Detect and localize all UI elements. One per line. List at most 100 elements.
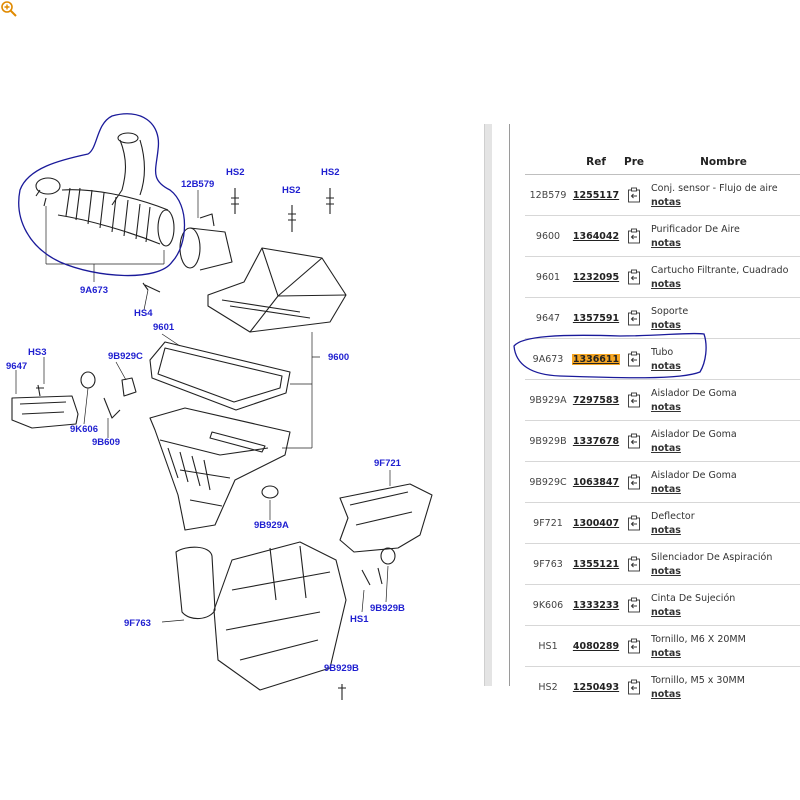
part-name: Soporte: [651, 305, 689, 317]
header-code: [525, 150, 571, 175]
notes-link[interactable]: notas: [651, 565, 681, 577]
add-to-basket-icon[interactable]: [627, 556, 641, 572]
add-to-basket-icon[interactable]: [627, 474, 641, 490]
bracket-9647: [11, 384, 79, 429]
part-name: Tornillo, M5 x 30MM: [651, 674, 745, 686]
part-name: Tubo: [651, 346, 674, 358]
part-ref-link[interactable]: 4080289: [572, 640, 620, 652]
add-to-basket-icon[interactable]: [627, 392, 641, 408]
notes-link[interactable]: notas: [651, 688, 681, 700]
callout-9b929c: 9B929C: [108, 351, 143, 362]
add-to-basket-icon[interactable]: [627, 228, 641, 244]
part-ref-link[interactable]: 7297583: [572, 394, 620, 406]
annotation-lasso: [18, 113, 186, 277]
header-name: Nombre: [647, 150, 800, 175]
clip-9b609: [103, 397, 121, 419]
callout-9f721: 9F721: [374, 458, 402, 469]
screw-hs2-a: [231, 188, 239, 214]
screw-lower: [338, 684, 346, 700]
notes-link[interactable]: notas: [651, 606, 681, 618]
add-to-basket-icon[interactable]: [627, 679, 641, 695]
add-to-basket-icon[interactable]: [627, 515, 641, 531]
header-pre: Pre: [621, 150, 647, 175]
part-name: Cartucho Filtrante, Cuadrado: [651, 264, 789, 276]
notes-link[interactable]: notas: [651, 442, 681, 454]
diagram-scrollbar[interactable]: [484, 124, 492, 686]
add-to-basket-icon[interactable]: [627, 269, 641, 285]
part-ref-link[interactable]: 1255117: [572, 189, 620, 201]
callout-9a673: 9A673: [80, 285, 108, 296]
intake-tube-9a673: [35, 132, 175, 247]
callout-hs2-c: HS2: [321, 167, 339, 178]
notes-link[interactable]: notas: [651, 524, 681, 536]
part-code: 9B929A: [525, 379, 571, 421]
silencer-9f763: [175, 541, 347, 691]
isolator-9b929c: [121, 377, 137, 397]
notes-link[interactable]: notas: [651, 483, 681, 495]
callout-9b929a: 9B929A: [254, 520, 289, 531]
deflector-9f721: [339, 483, 433, 553]
add-to-basket-icon[interactable]: [627, 597, 641, 613]
part-code: 9B929B: [525, 420, 571, 462]
notes-link[interactable]: notas: [651, 360, 681, 372]
callout-hs2-a: HS2: [226, 167, 244, 178]
callout-9b929b: 9B929B: [370, 603, 405, 614]
callout-9b609: 9B609: [92, 437, 120, 448]
part-code: 9A673: [525, 338, 571, 380]
part-ref-link[interactable]: 1337678: [572, 435, 620, 447]
table-row: HS2 1250493 Tornillo, M5 x 30MM notas: [525, 667, 800, 708]
part-ref-link[interactable]: 1063847: [572, 476, 620, 488]
part-ref-link[interactable]: 1336611: [571, 353, 621, 365]
notes-link[interactable]: notas: [651, 319, 681, 331]
part-code: 9601: [525, 256, 571, 298]
part-code: HS1: [525, 625, 571, 667]
part-ref-link[interactable]: 1364042: [572, 230, 620, 242]
part-code: 9600: [525, 215, 571, 257]
zoom-in-icon[interactable]: [0, 0, 18, 18]
filter-element-9601: [149, 341, 291, 411]
part-ref-link[interactable]: 1250493: [572, 681, 620, 693]
notes-link[interactable]: notas: [651, 647, 681, 659]
airflow-sensor-12b579: [179, 213, 233, 271]
notes-link[interactable]: notas: [651, 237, 681, 249]
add-to-basket-icon[interactable]: [627, 433, 641, 449]
add-to-basket-icon[interactable]: [627, 187, 641, 203]
part-code: 9F721: [525, 502, 571, 544]
part-name: Cinta De Sujeción: [651, 592, 736, 604]
exploded-view-drawing: 9A673 12B579 HS2 HS2 HS2 HS4 9601 9600 H…: [6, 113, 433, 700]
notes-link[interactable]: notas: [651, 278, 681, 290]
part-ref-link[interactable]: 1300407: [572, 517, 620, 529]
air-cleaner-lower-housing: [149, 407, 291, 531]
part-name: Aislador De Goma: [651, 387, 737, 399]
screw-hs1: [361, 567, 383, 586]
add-to-basket-icon[interactable]: [627, 310, 641, 326]
part-ref-link[interactable]: 1357591: [572, 312, 620, 324]
notes-link[interactable]: notas: [651, 401, 681, 413]
screw-hs2-b: [288, 205, 296, 232]
part-code: HS2: [538, 681, 558, 693]
header-ref: Ref: [571, 150, 621, 175]
callout-hs2-b: HS2: [282, 185, 300, 196]
callout-hs4: HS4: [134, 308, 153, 319]
part-name: Purificador De Aire: [651, 223, 740, 235]
parts-diagram[interactable]: 9A673 12B579 HS2 HS2 HS2 HS4 9601 9600 H…: [0, 0, 490, 800]
add-to-basket-icon[interactable]: [627, 351, 641, 367]
callout-hs1: HS1: [350, 614, 369, 625]
part-name: Deflector: [651, 510, 695, 522]
part-ref-link[interactable]: 1355121: [572, 558, 620, 570]
isolator-9b929b: [380, 547, 396, 565]
callout-9647: 9647: [6, 361, 27, 372]
callout-9601: 9601: [153, 322, 175, 333]
notes-link[interactable]: notas: [651, 196, 681, 208]
part-ref-link[interactable]: 1333233: [572, 599, 620, 611]
part-ref-link[interactable]: 1232095: [572, 271, 620, 283]
add-to-basket-icon[interactable]: [627, 638, 641, 654]
